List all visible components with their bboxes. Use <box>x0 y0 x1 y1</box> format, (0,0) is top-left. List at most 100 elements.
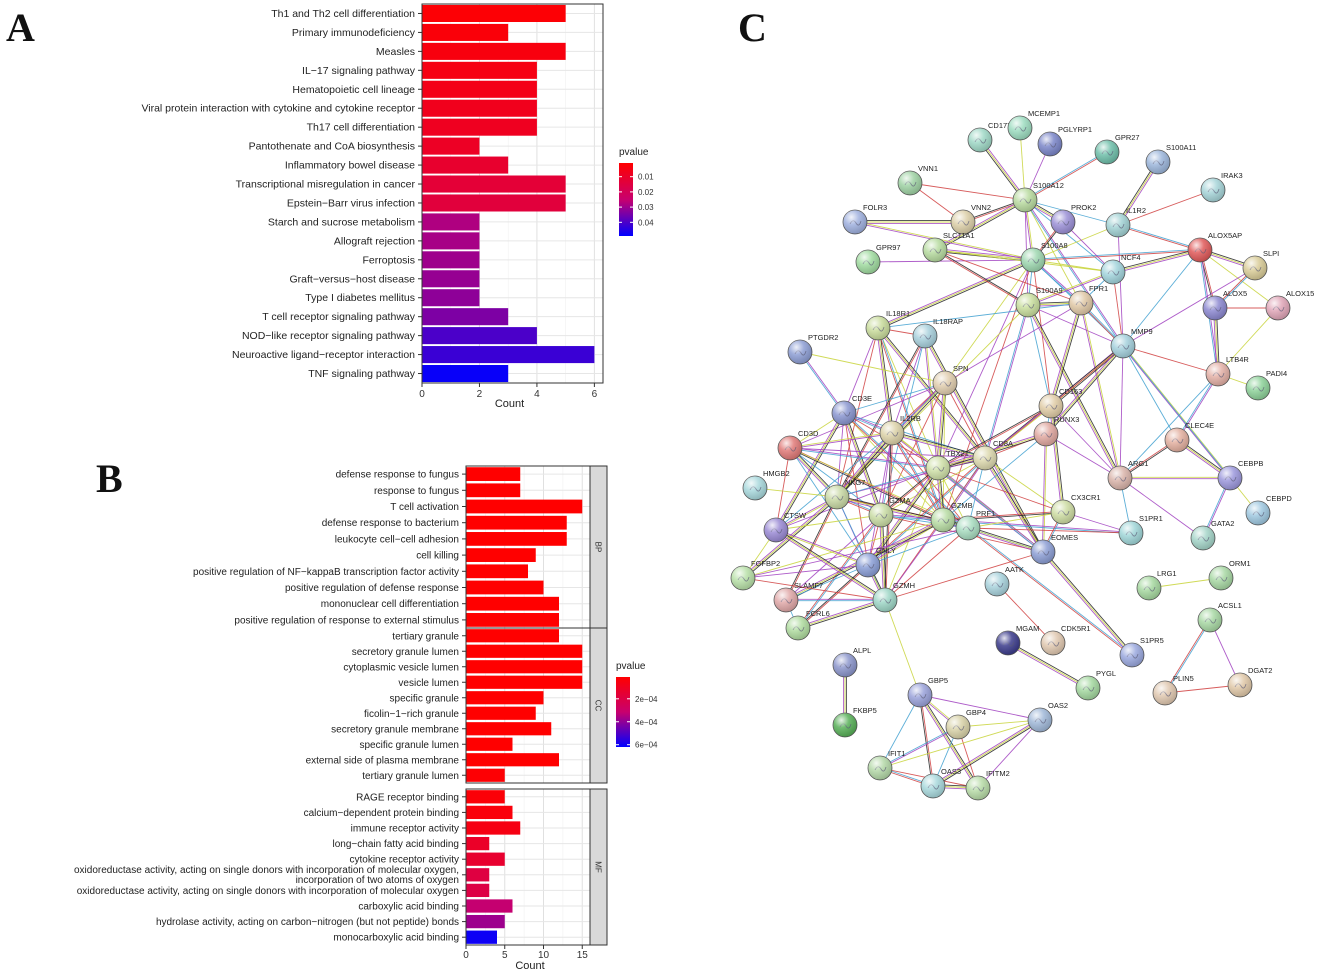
network-node: GBP4 <box>945 708 986 740</box>
x-tick-label: 15 <box>577 950 589 961</box>
network-edge <box>1028 272 1114 307</box>
node-label: IRAK3 <box>1221 171 1243 180</box>
bar <box>466 852 505 866</box>
network-node: TBX21 <box>925 449 969 481</box>
node-gloss <box>1038 132 1062 156</box>
network-edge <box>798 565 869 629</box>
network-edge <box>878 327 894 433</box>
network-edge <box>967 528 1043 554</box>
network-node: ARG1 <box>1107 459 1148 491</box>
node-gloss <box>843 210 867 234</box>
network-edge <box>799 351 946 384</box>
network-edge <box>967 528 1132 656</box>
node-label: EOMES <box>1051 533 1078 542</box>
panel-label-b: B <box>96 456 123 501</box>
category-label: Primary immunodeficiency <box>292 27 416 39</box>
node-label: S100A11 <box>1166 143 1196 152</box>
network-edge <box>1043 434 1048 553</box>
network-edge <box>789 448 943 522</box>
network-edge <box>855 220 1034 260</box>
category-label: positive regulation of defense response <box>285 583 459 594</box>
network-node: SLAMF7 <box>773 581 823 613</box>
network-edge <box>843 412 944 521</box>
network-edge <box>774 412 844 530</box>
category-label: mononuclear cell differentiation <box>321 599 459 610</box>
network-edge <box>843 412 882 516</box>
network-node: CD3E <box>831 394 872 426</box>
node-gloss <box>1095 140 1119 164</box>
network-edge <box>1027 270 1113 305</box>
network-edge <box>881 514 887 600</box>
node-gloss <box>1051 210 1075 234</box>
network-edge <box>920 694 935 786</box>
network-node: S100A11 <box>1145 143 1196 175</box>
node-gloss <box>908 683 932 707</box>
network-edge <box>1119 345 1124 479</box>
plot-border <box>421 3 604 384</box>
legend-tick-label: 0.02 <box>638 188 654 197</box>
network-node: LRG1 <box>1136 569 1177 601</box>
network-node: VNN1 <box>897 164 938 196</box>
node-label: ALOX5AP <box>1208 231 1242 240</box>
category-label: Ferroptosis <box>362 254 415 266</box>
bar <box>422 289 480 307</box>
node-gloss <box>898 171 922 195</box>
network-edge <box>799 352 844 414</box>
node-gloss <box>1266 296 1290 320</box>
node-label: PROK2 <box>1071 203 1096 212</box>
node-gloss <box>856 250 880 274</box>
legend-tick-label: 6e−04 <box>635 741 658 750</box>
bar <box>422 213 480 231</box>
node-gloss <box>1209 566 1233 590</box>
network-edge <box>876 328 892 434</box>
panel-label-a: A <box>6 5 35 50</box>
network-edge <box>1025 199 1124 346</box>
network-edge <box>967 511 1064 529</box>
node-label: GPR97 <box>876 243 901 252</box>
bar <box>422 118 537 136</box>
node-label: ORM1 <box>1229 559 1251 568</box>
category-label: defense response to bacterium <box>322 518 459 529</box>
network-edge <box>1051 303 1083 407</box>
network-edge <box>877 302 1082 329</box>
node-label: FGFBP2 <box>751 559 780 568</box>
node-label: ACSL1 <box>1218 601 1242 610</box>
node-gloss <box>868 756 892 780</box>
category-label: long−chain fatty acid binding <box>333 839 459 850</box>
network-edge <box>1049 302 1081 406</box>
bar <box>422 327 537 345</box>
network-node: SLC11A1 <box>922 231 975 263</box>
category-label: Viral protein interaction with cytokine … <box>141 103 415 115</box>
network-edge <box>891 433 985 460</box>
network-edge <box>877 327 893 434</box>
network-edge <box>919 694 1041 721</box>
network-edge <box>790 446 939 468</box>
bar <box>466 883 490 898</box>
category-label: Pantothenate and CoA biosynthesis <box>249 141 415 153</box>
bar <box>466 613 559 627</box>
network-node: CDK5R1 <box>1040 624 1091 656</box>
network-edge <box>844 412 969 528</box>
network-edge <box>776 528 886 600</box>
network-edge <box>789 448 938 470</box>
network-edge <box>1079 303 1120 479</box>
node-gloss <box>731 566 755 590</box>
network-edge <box>789 447 986 459</box>
network-edge <box>1032 224 1119 261</box>
node-label: S100A12 <box>1033 181 1064 190</box>
network-edge <box>1217 307 1279 375</box>
network-edge <box>920 694 980 788</box>
network-edge <box>979 139 1026 201</box>
category-label: Transcriptional misregulation in cancer <box>236 179 416 191</box>
network-edge <box>867 259 1034 263</box>
network-edge <box>1165 620 1211 694</box>
category-label: Epstein−Barr virus infection <box>287 197 415 209</box>
node-label: CD163 <box>1059 387 1082 396</box>
node-label: MCEMP1 <box>1028 110 1060 118</box>
network-edge <box>789 431 892 448</box>
network-edge <box>932 718 1040 786</box>
bar <box>466 914 505 929</box>
node-label: PADI4 <box>1266 369 1287 378</box>
